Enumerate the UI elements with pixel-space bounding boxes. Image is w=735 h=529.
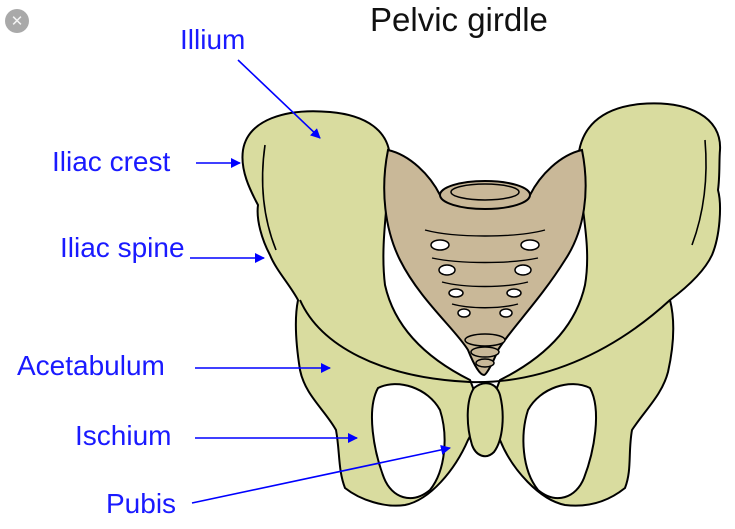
left-crest-contour: [261, 144, 277, 251]
pelvic-brim: [299, 299, 671, 384]
close-icon[interactable]: ✕: [5, 9, 29, 33]
sacral-foramina: [430, 239, 540, 318]
arrow-illium: [237, 59, 321, 139]
label-acetabulum: Acetabulum: [17, 350, 165, 381]
right-crest-contour: [691, 139, 707, 246]
diagram-title: Pelvic girdle: [370, 1, 548, 38]
sacral-base-inner: [450, 183, 520, 201]
label-ischium: Ischium: [75, 420, 172, 451]
label-arrows: [190, 59, 451, 504]
label-iliac-spine: Iliac spine: [60, 232, 185, 263]
pubic-symphysis: [466, 382, 504, 458]
left-obturator-foramen: [371, 383, 446, 499]
label-illium: Illium: [180, 24, 246, 55]
coccyx: [464, 333, 506, 368]
sacral-segments: [424, 229, 546, 309]
sacral-base: [439, 180, 531, 210]
label-iliac-crest: Iliac crest: [52, 146, 171, 177]
label-pubis: Pubis: [106, 488, 177, 519]
right-obturator-foramen: [522, 383, 597, 499]
arrow-pubis: [191, 444, 451, 504]
